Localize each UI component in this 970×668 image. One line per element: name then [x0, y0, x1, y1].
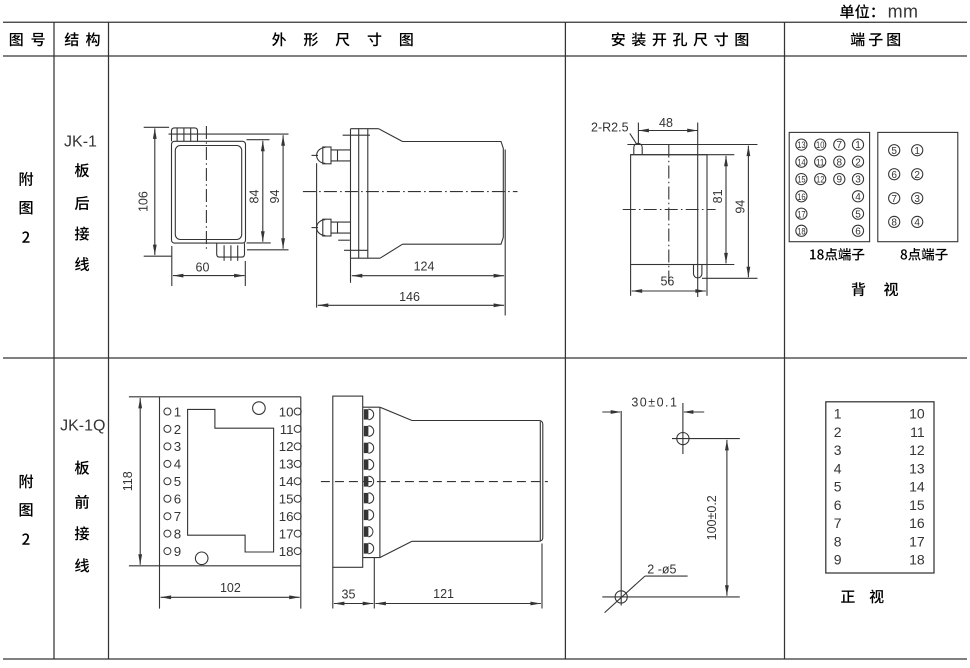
svg-text:16: 16	[909, 515, 925, 531]
svg-text:11: 11	[910, 424, 925, 440]
svg-text:84: 84	[247, 190, 261, 204]
svg-text:1: 1	[855, 140, 861, 151]
svg-text:2: 2	[914, 170, 920, 181]
svg-text:5: 5	[855, 209, 861, 220]
svg-text:81: 81	[711, 189, 725, 203]
svg-text:18: 18	[797, 226, 805, 237]
svg-text:14: 14	[797, 157, 806, 168]
svg-text:16: 16	[279, 509, 294, 524]
svg-text:9: 9	[837, 175, 843, 186]
svg-text:3: 3	[174, 439, 181, 454]
svg-text:11: 11	[280, 422, 294, 437]
svg-text:13: 13	[909, 460, 925, 476]
svg-text:10: 10	[279, 404, 294, 419]
svg-text:12: 12	[816, 175, 824, 186]
svg-text:17: 17	[279, 526, 294, 541]
svg-text:3: 3	[914, 194, 920, 205]
svg-text:118: 118	[121, 471, 135, 491]
svg-text:8: 8	[891, 218, 897, 229]
svg-text:124: 124	[414, 259, 435, 273]
svg-text:10: 10	[909, 406, 925, 422]
svg-text:94: 94	[733, 200, 747, 214]
svg-text:94: 94	[268, 190, 282, 204]
svg-text:4: 4	[834, 460, 842, 476]
svg-text:30±0.1: 30±0.1	[631, 395, 678, 409]
svg-text:7: 7	[834, 515, 842, 531]
svg-text:102: 102	[220, 581, 241, 595]
svg-text:9: 9	[174, 544, 181, 559]
svg-text:12: 12	[279, 439, 294, 454]
svg-text:9: 9	[834, 552, 842, 568]
svg-text:2: 2	[855, 157, 861, 168]
svg-text:14: 14	[909, 479, 925, 495]
svg-text:35: 35	[342, 588, 356, 602]
svg-text:5: 5	[891, 146, 897, 157]
svg-text:mm: mm	[888, 1, 919, 21]
svg-text:15: 15	[279, 492, 294, 507]
svg-text:7: 7	[174, 509, 181, 524]
svg-text:18: 18	[909, 552, 925, 568]
svg-text:13: 13	[279, 457, 294, 472]
svg-text:3: 3	[855, 175, 861, 186]
svg-text:17: 17	[797, 209, 805, 220]
svg-text:8: 8	[834, 533, 842, 549]
svg-text:6: 6	[855, 226, 861, 237]
svg-text:2 -ø5: 2 -ø5	[647, 562, 676, 576]
svg-text:5: 5	[834, 479, 842, 495]
svg-text:2-R2.5: 2-R2.5	[591, 121, 629, 135]
svg-text:11: 11	[816, 157, 824, 168]
svg-text:16: 16	[797, 192, 805, 203]
svg-text:121: 121	[433, 587, 454, 601]
svg-text:14: 14	[279, 474, 294, 489]
svg-text:6: 6	[834, 497, 842, 513]
svg-text:3: 3	[834, 442, 842, 458]
svg-text:4: 4	[855, 192, 861, 203]
svg-text:15: 15	[797, 175, 805, 186]
svg-text:18: 18	[279, 544, 294, 559]
svg-text:10: 10	[816, 140, 824, 151]
svg-text:7: 7	[891, 194, 897, 205]
svg-text:1: 1	[834, 406, 842, 422]
svg-text:15: 15	[909, 497, 925, 513]
svg-text:6: 6	[174, 492, 181, 507]
svg-text:106: 106	[136, 191, 150, 212]
svg-text:56: 56	[660, 274, 674, 288]
svg-text:4: 4	[914, 218, 920, 229]
svg-text:8: 8	[174, 526, 181, 541]
svg-text:12: 12	[909, 442, 925, 458]
svg-text:4: 4	[174, 457, 181, 472]
svg-text:5: 5	[174, 474, 181, 489]
svg-text:JK-1: JK-1	[64, 134, 97, 151]
svg-text:17: 17	[909, 533, 925, 549]
svg-text:2: 2	[834, 424, 842, 440]
svg-text:JK-1Q: JK-1Q	[60, 417, 105, 434]
svg-text:13: 13	[797, 140, 805, 151]
svg-text:2: 2	[174, 422, 181, 437]
svg-text:60: 60	[196, 261, 210, 275]
svg-text:1: 1	[174, 404, 181, 419]
svg-text:1: 1	[914, 146, 920, 157]
svg-text:146: 146	[399, 290, 420, 304]
svg-text:8: 8	[837, 157, 843, 168]
svg-text:100±0.2: 100±0.2	[705, 495, 719, 540]
svg-text:48: 48	[659, 116, 673, 130]
svg-text:7: 7	[837, 140, 843, 151]
svg-text:6: 6	[891, 170, 897, 181]
